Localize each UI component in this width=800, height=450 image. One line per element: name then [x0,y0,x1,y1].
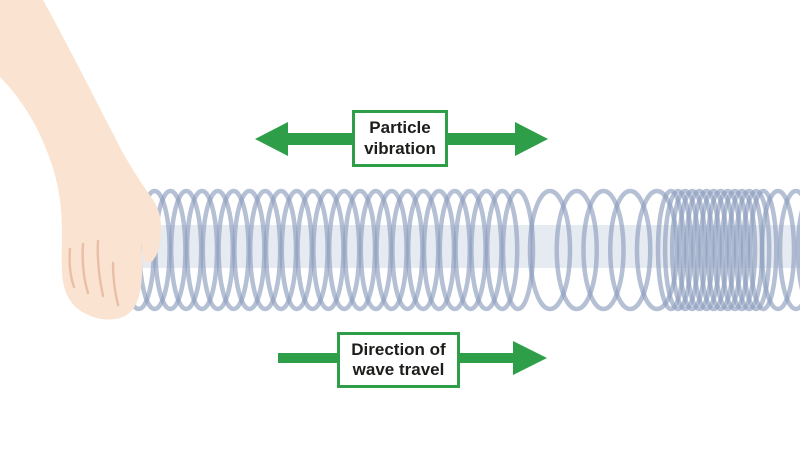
spring-coil [740,188,772,312]
spring-segment-uniform-coils [105,188,536,312]
spring-segment-end-coils [759,188,800,312]
spring-middle-band [118,225,800,268]
spring-coil [669,188,701,312]
spring-coil [662,188,694,312]
spring-coil [684,188,715,312]
spring-coil [719,188,751,312]
spring-coil [527,188,573,312]
finger-crease [111,261,120,307]
finger-crease [81,242,90,295]
spring-coil [554,188,599,312]
finger-crease [68,247,76,289]
spring-coil [608,188,653,312]
particle-vibration-label: Particle vibration [352,110,448,167]
hand-arm-shape [0,0,161,320]
wave-direction-label-line2: wave travel [352,360,445,379]
spring-coil [748,188,779,312]
wave-direction-label-line1: Direction of [351,339,446,359]
spring-coil [759,188,797,312]
spring-segment-compression [655,188,779,312]
particle-vibration-label-line2: vibration [364,138,436,158]
finger-crease [96,239,105,298]
spring-segment-rarefaction [527,188,680,312]
particle-vibration-label-line1: Particle [369,118,431,138]
spring-coil [581,188,626,312]
spring-coil [705,188,736,312]
spring-coil [726,188,758,312]
wave-direction-label: Direction of wave travel [337,332,460,388]
spring-coil [795,209,800,291]
spring-coil [712,188,744,312]
spring-coil [777,188,800,312]
spring-coil [500,188,536,312]
finger-creases [68,239,120,307]
spring-coil [698,188,729,312]
spring-coil [691,188,722,312]
spring-coil [484,188,520,312]
spring-coil [655,188,687,312]
spring-coil [677,188,708,312]
spring-coil [634,188,680,312]
